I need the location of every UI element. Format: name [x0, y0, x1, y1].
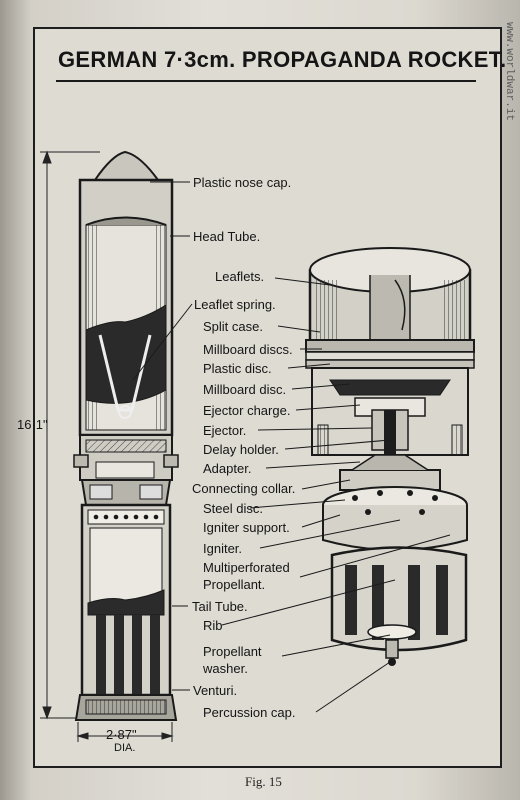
label-ejector: Ejector. — [203, 423, 247, 438]
label-millboard-discs: Millboard discs. — [203, 342, 293, 357]
label-head-tube: Head Tube. — [193, 229, 261, 244]
length-dimension-label: 16·1" — [17, 417, 48, 432]
diameter-dimension-line — [76, 722, 174, 742]
label-rib: Rib — [203, 618, 223, 633]
label-venturi: Venturi. — [193, 683, 238, 698]
label-percussion-cap: Percussion cap. — [203, 705, 296, 720]
label-connecting-collar: Connecting collar. — [192, 481, 296, 496]
title-underline — [56, 80, 476, 82]
label-plastic-nose-cap: Plastic nose cap. — [193, 175, 292, 190]
label-multiperforated: Multiperforated — [203, 560, 290, 575]
label-leaflet-spring: Leaflet spring. — [194, 297, 276, 312]
rocket-cross-section — [73, 150, 179, 721]
leader-lines — [132, 181, 451, 713]
diagram-title: GERMAN 7·3cm. PROPAGANDA ROCKET. — [58, 47, 507, 72]
label-leaflets: Leaflets. — [215, 269, 265, 284]
diameter-unit-label: DIA. — [114, 742, 136, 754]
label-ejector-charge: Ejector charge. — [203, 403, 291, 418]
label-adapter: Adapter. — [203, 461, 252, 476]
label-split-case: Split case. — [203, 319, 263, 334]
label-propellant-washer-line2: washer. — [203, 661, 248, 676]
length-dimension-line — [40, 150, 100, 720]
label-propellant-washer-line1: Propellant — [203, 644, 262, 659]
label-delay-holder: Delay holder. — [203, 442, 279, 457]
figure-caption: Fig. 15 — [245, 774, 282, 789]
label-steel-disc: Steel disc. — [203, 501, 263, 516]
label-plastic-disc: Plastic disc. — [203, 361, 272, 376]
diameter-dimension-label: 2·87" — [106, 727, 137, 742]
label-millboard-disc: Millboard disc. — [203, 382, 287, 397]
exploded-view — [305, 247, 475, 666]
label-propellant: Propellant. — [203, 577, 266, 592]
label-igniter-support: Igniter support. — [203, 520, 290, 535]
label-igniter: Igniter. — [203, 541, 243, 556]
label-tail-tube: Tail Tube. — [192, 599, 248, 614]
watermark: www.worldwar.it — [503, 22, 515, 122]
